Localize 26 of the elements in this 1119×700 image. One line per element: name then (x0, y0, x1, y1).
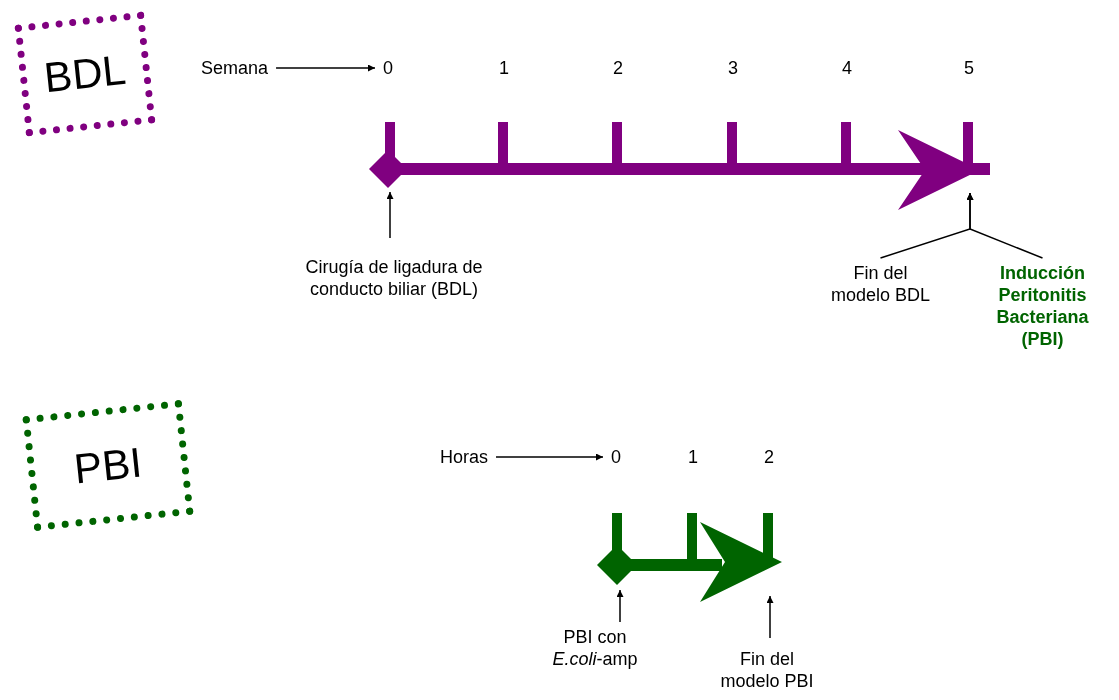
tick-number: 0 (383, 57, 393, 79)
group-title: PBI (71, 438, 145, 493)
tick-number: 5 (963, 57, 975, 79)
event-label: Cirugía de ligadura de conducto biliar (BDL) (279, 256, 509, 300)
event-label: Inducción Peritonitis Bacteriana (PBI) (985, 262, 1100, 350)
event-label: Fin del modelo PBI (712, 648, 822, 692)
tick-number: 1 (498, 57, 510, 79)
arrow (275, 64, 376, 72)
group-frame (14, 11, 156, 137)
tick-number: 2 (763, 446, 775, 468)
leader-line (966, 192, 1044, 259)
tick-number: 3 (727, 57, 739, 79)
tick-number: 1 (687, 446, 699, 468)
arrow (495, 453, 604, 461)
axis-label: Horas (440, 446, 488, 468)
leader-line (766, 595, 774, 639)
group-title: BDL (41, 45, 129, 103)
tick-number: 4 (841, 57, 853, 79)
leader-line (616, 589, 624, 623)
group-frame (22, 399, 194, 532)
axis-label: Semana (201, 57, 269, 79)
event-label: PBI con E.coli-amp (550, 626, 640, 670)
tick-number: 2 (612, 57, 624, 79)
event-label: Fin del modelo BDL (828, 262, 933, 306)
leader-line (386, 191, 394, 239)
tick-number: 0 (611, 446, 621, 468)
